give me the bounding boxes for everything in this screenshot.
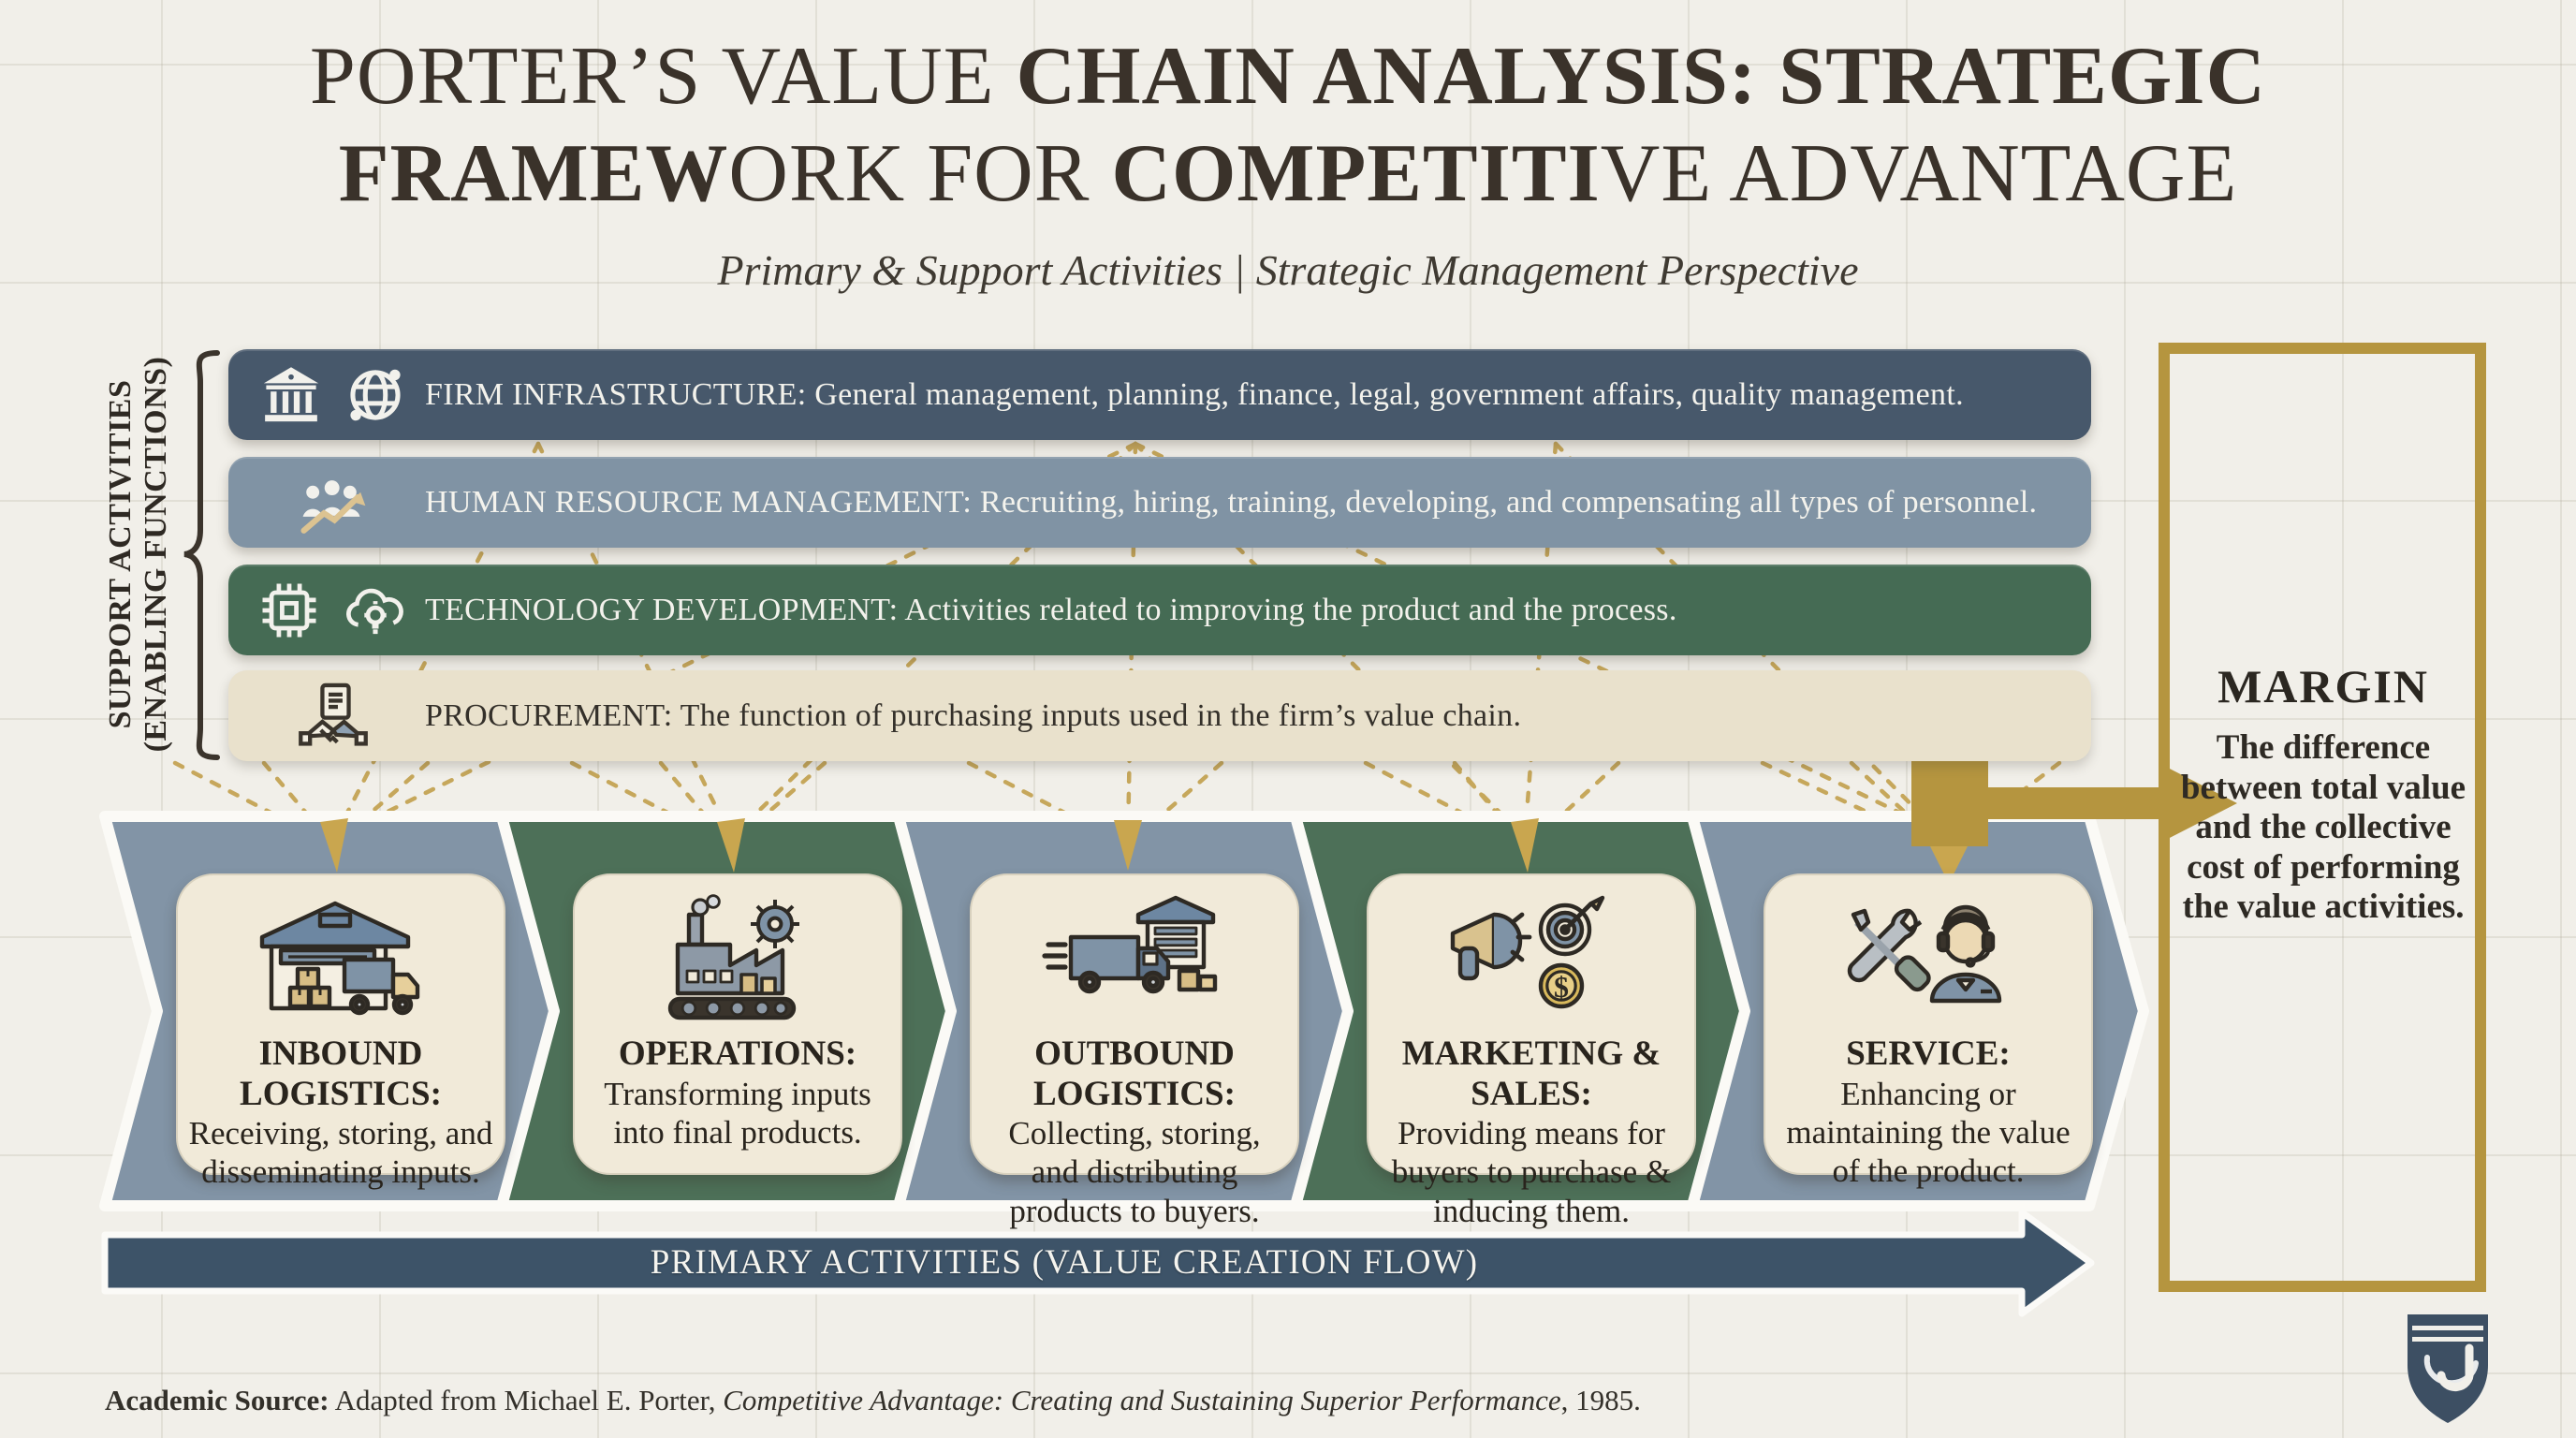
row-firm-infrastructure-name: FIRM INFRASTRUCTURE: <box>425 376 807 412</box>
connector-arrowheads <box>320 818 1539 873</box>
card-service-desc: Enhancing or maintaining the value of th… <box>1786 1075 2071 1190</box>
margin-heading: MARGIN <box>2217 660 2429 712</box>
team-growth-icon <box>300 479 366 534</box>
globe-icon <box>350 369 401 420</box>
row-procurement-name: PROCUREMENT: <box>425 697 673 733</box>
shield-logo <box>2408 1314 2488 1423</box>
card-marketing-sales: $ MARKETING & SALES: Providing means for… <box>1367 873 1696 1229</box>
support-row-human-resource: HUMAN RESOURCE MANAGEMENT: Recruiting, h… <box>228 457 2091 548</box>
citation-label: Academic Source: <box>105 1384 329 1416</box>
row-firm-infrastructure-desc: General management, planning, finance, l… <box>806 376 1964 412</box>
gear <box>751 900 799 948</box>
citation-book-title: Competitive Advantage: Creating and Sust… <box>723 1384 1561 1416</box>
support-brace <box>183 350 220 760</box>
card-marketing-desc: Providing means for buyers to purchase &… <box>1391 1115 1672 1229</box>
axis-label-line1: SUPPORT ACTIVITIES <box>102 379 138 729</box>
support-row-firm-infrastructure: FIRM INFRASTRUCTURE: General management,… <box>228 349 2091 440</box>
row-human-resource-name: HUMAN RESOURCE MANAGEMENT: <box>425 484 973 520</box>
card-inbound-name: INBOUND LOGISTICS: <box>240 1034 442 1113</box>
card-inbound-desc: Receiving, storing, and disseminating in… <box>188 1115 493 1191</box>
row-human-resource-desc: Recruiting, hiring, training, developing… <box>972 484 2038 520</box>
support-row-procurement: PROCUREMENT: The function of purchasing … <box>228 670 2091 761</box>
card-outbound-logistics: OUTBOUND LOGISTICS: Collecting, storing,… <box>970 873 1299 1229</box>
card-operations: OPERATIONS: Transforming inputs into fin… <box>573 873 902 1175</box>
title-seg-1: PORTER’S VALUE <box>309 31 1017 122</box>
chip-icon <box>262 583 316 637</box>
primary-flow-arrow <box>101 1209 2095 1317</box>
card-operations-name: OPERATIONS: <box>618 1034 857 1073</box>
card-service: SERVICE: Enhancing or maintaining the va… <box>1764 873 2093 1189</box>
svg-text:$: $ <box>1554 970 1569 1004</box>
axis-label-line2: (ENABLING FUNCTIONS) <box>139 356 173 753</box>
card-marketing-name: MARKETING & SALES: <box>1401 1034 1661 1113</box>
row-technology-desc: Activities related to improving the prod… <box>898 592 1677 627</box>
card-service-name: SERVICE: <box>1846 1034 2011 1073</box>
primary-flow-label: PRIMARY ACTIVITIES (VALUE CREATION FLOW) <box>650 1243 1479 1282</box>
citation-year: , 1985. <box>1560 1384 1641 1416</box>
megaphone-target-icon: $ <box>1450 895 1605 1009</box>
margin-description: The difference between total value and t… <box>2180 728 2466 927</box>
tools-headset-icon <box>1847 904 2002 1004</box>
citation-text: Adapted from Michael E. Porter, <box>329 1384 724 1416</box>
row-procurement-desc: The function of purchasing inputs used i… <box>672 697 1522 733</box>
idea-cloud-icon <box>346 588 403 634</box>
bank-icon <box>263 366 319 421</box>
delivery-truck-icon <box>1042 895 1218 994</box>
title-seg-4: COMPETITI <box>1111 127 1601 219</box>
card-outbound-name: OUTBOUND LOGISTICS: <box>1033 1034 1236 1113</box>
factory-gear-icon <box>667 894 799 1020</box>
support-activities-axis-label: SUPPORT ACTIVITIES (ENABLING FUNCTIONS) <box>97 333 180 775</box>
title-seg-3: ORK FOR <box>728 127 1112 219</box>
support-row-technology: TECHNOLOGY DEVELOPMENT: Activities relat… <box>228 565 2091 655</box>
title-seg-2: CHAIN ANALYSIS: STRATEGIC FRAMEW <box>338 31 2267 219</box>
handshake-doc-icon <box>299 682 368 746</box>
page-subtitle: Primary & Support Activities | Strategic… <box>717 246 1859 294</box>
card-inbound-logistics: INBOUND LOGISTICS: Receiving, storing, a… <box>176 873 505 1190</box>
card-outbound-desc: Collecting, storing, and distributing pr… <box>1008 1115 1261 1229</box>
page-title: PORTER’S VALUE CHAIN ANALYSIS: STRATEGIC… <box>230 28 2346 223</box>
card-operations-desc: Transforming inputs into final products. <box>604 1075 871 1151</box>
warehouse-truck-icon <box>259 901 420 1016</box>
title-seg-5: VE ADVANTAGE <box>1600 127 2238 219</box>
academic-source-citation: Academic Source: Adapted from Michael E.… <box>105 1384 2258 1417</box>
row-technology-name: TECHNOLOGY DEVELOPMENT: <box>425 592 899 627</box>
